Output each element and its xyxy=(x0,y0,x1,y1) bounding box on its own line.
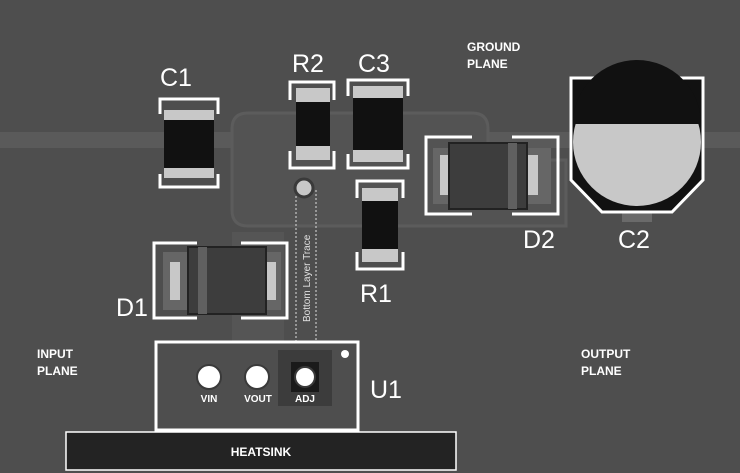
d1-label: D1 xyxy=(116,294,148,322)
bottom-trace-label: Bottom Layer Trace xyxy=(302,234,313,322)
d2-label: D2 xyxy=(523,226,555,254)
pin-vin[interactable] xyxy=(196,364,222,390)
input-plane-line2: PLANE xyxy=(37,364,78,378)
capacitor-c2[interactable] xyxy=(569,60,705,222)
pin-vout[interactable] xyxy=(244,364,270,390)
output-plane-line1: OUTPUT xyxy=(581,347,631,361)
diode-d1[interactable] xyxy=(152,241,289,320)
ground-plane-line1: GROUND xyxy=(467,40,521,54)
input-plane-line1: INPUT xyxy=(37,347,74,361)
u1-label: U1 xyxy=(370,376,402,404)
heatsink-label: HEATSINK xyxy=(231,445,292,459)
r2-label: R2 xyxy=(292,50,324,78)
c1-label: C1 xyxy=(160,64,192,92)
output-plane-label: OUTPUT PLANE xyxy=(581,347,634,378)
vin-label: VIN xyxy=(201,394,218,405)
c2-label: C2 xyxy=(618,226,650,254)
ground-plane-line2: PLANE xyxy=(467,57,508,71)
r1-label: R1 xyxy=(360,280,392,308)
heatsink[interactable] xyxy=(65,431,457,471)
input-plane-label: INPUT PLANE xyxy=(37,347,78,378)
vout-label: VOUT xyxy=(244,394,272,405)
diode-d2[interactable] xyxy=(424,135,560,216)
resistor-r1[interactable] xyxy=(355,179,405,271)
resistor-r2[interactable] xyxy=(288,80,336,170)
regulator-u1[interactable] xyxy=(154,340,360,432)
adj-label: ADJ xyxy=(295,394,315,405)
c3-label: C3 xyxy=(358,50,390,78)
via[interactable] xyxy=(293,177,315,199)
capacitor-c1[interactable] xyxy=(158,97,220,189)
output-plane-line2: PLANE xyxy=(581,364,622,378)
ground-plane-label: GROUND PLANE xyxy=(467,40,524,71)
capacitor-c3[interactable] xyxy=(346,78,410,170)
